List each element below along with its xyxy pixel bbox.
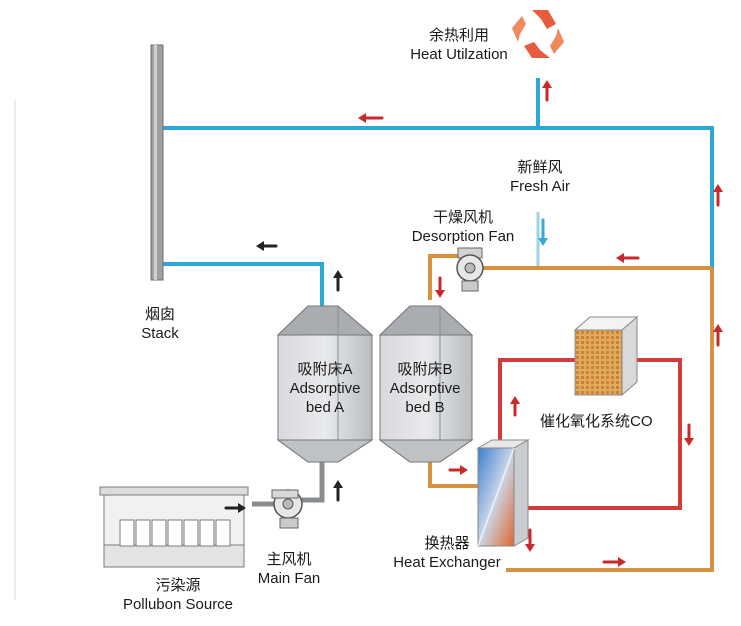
pollution-source-zh: 污染源 — [155, 577, 201, 594]
stack — [150, 44, 164, 281]
bed-a-outlet-pipe — [162, 262, 324, 312]
hx-to-catalyst-pipe — [498, 358, 575, 455]
heat-utilization-label: 余热利用 Heat Utilzation — [400, 26, 518, 64]
bed-b-label: 吸附床B Adsorptive bed B — [378, 360, 472, 417]
heat-utilization-zh: 余热利用 — [428, 27, 489, 44]
bed-b-zh: 吸附床B — [397, 361, 453, 378]
orange-pipes — [428, 254, 714, 572]
pollution-source-en: Pollubon Source — [122, 596, 234, 613]
heat-exchanger — [476, 439, 530, 547]
pollution-source-building — [99, 486, 249, 568]
adsorptive-bed-b — [378, 305, 474, 463]
desorption-fan-zh: 干燥风机 — [432, 209, 493, 226]
adsorptive-bed-a — [276, 305, 374, 463]
main-fan-label: 主风机 Main Fan — [252, 550, 326, 588]
desorption-fan-label: 干燥风机 Desorption Fan — [408, 208, 518, 246]
heat-exchanger-en: Heat Exchanger — [393, 554, 501, 571]
stack-zh: 烟囱 — [144, 306, 175, 323]
blue-pipes — [160, 78, 714, 312]
bed-b-en1: Adsorptive — [389, 380, 461, 397]
bed-a-en1: Adsorptive — [289, 380, 361, 397]
exhaust-return-pipe — [160, 126, 714, 268]
heat-exchanger-zh: 换热器 — [424, 535, 470, 552]
catalytic-oxidation-unit — [573, 315, 639, 397]
catalytic-label: 催化氧化系统CO — [540, 412, 653, 431]
bed-a-zh: 吸附床A — [297, 361, 353, 378]
catalyst-to-hx-pipe — [520, 358, 682, 510]
stack-label: 烟囱 Stack — [130, 305, 190, 343]
desorption-fan-outlet — [428, 254, 462, 300]
heat-utilization-en: Heat Utilzation — [410, 46, 508, 63]
heat-exchanger-label: 换热器 Heat Exchanger — [386, 534, 508, 572]
fresh-air-label: 新鲜风 Fresh Air — [498, 158, 582, 196]
flow-arrows — [224, 80, 723, 567]
red-pipes — [498, 358, 682, 510]
stack-en: Stack — [141, 325, 179, 342]
bed-a-label: 吸附床A Adsorptive bed A — [278, 360, 372, 417]
pollution-source-label: 污染源 Pollubon Source — [112, 576, 244, 614]
catalytic-zh: 催化氧化系统CO — [540, 413, 653, 430]
bed-a-en2: bed A — [305, 399, 345, 416]
recycle-icon — [512, 10, 564, 58]
fresh-air-en: Fresh Air — [509, 178, 570, 195]
bed-b-outlet-pipe — [428, 462, 480, 488]
return-loop-pipe — [506, 268, 714, 572]
desorption-fan-icon — [456, 247, 484, 292]
main-fan-icon — [271, 489, 303, 529]
fresh-air-zh: 新鲜风 — [517, 159, 563, 176]
main-fan-en: Main Fan — [257, 570, 321, 587]
main-fan-zh: 主风机 — [266, 551, 312, 568]
bed-b-en2: bed B — [405, 399, 445, 416]
desorption-fan-en: Desorption Fan — [411, 228, 515, 245]
main-fan-outlet — [300, 462, 325, 503]
